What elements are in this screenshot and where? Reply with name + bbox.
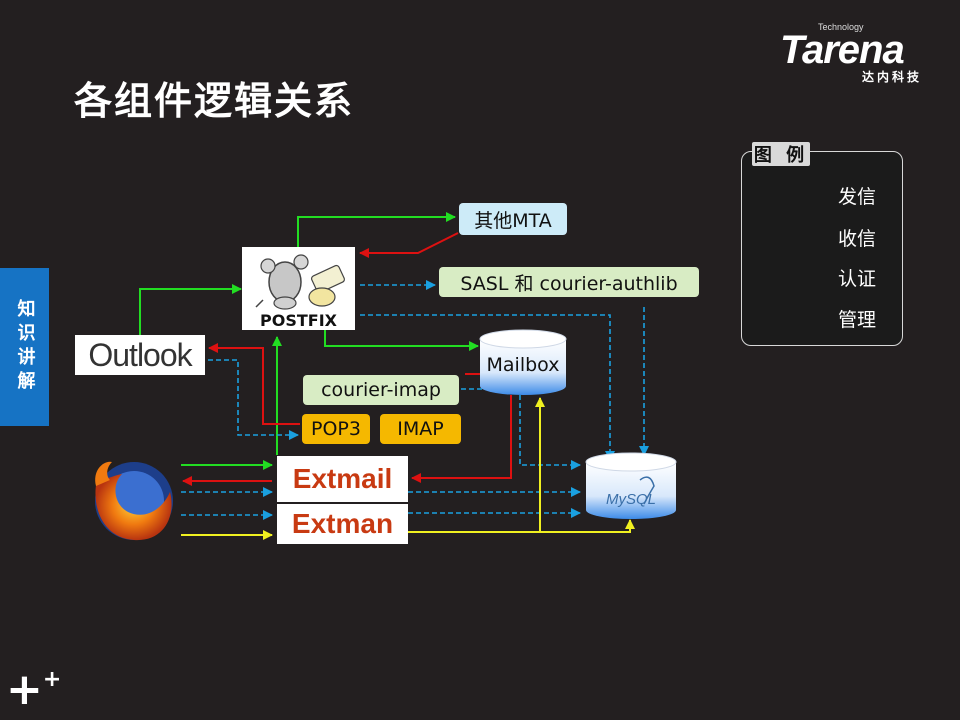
logo-tech-text: Technology [818, 22, 864, 32]
extmail-node: Extmail [277, 456, 408, 502]
mysql-cylinder [585, 452, 677, 519]
mailbox-cylinder [479, 329, 567, 395]
pop3-node: POP3 [302, 414, 370, 444]
legend-title: 图 例 [752, 142, 810, 166]
legend-label-manage: 管理 [838, 309, 877, 331]
imap-node: IMAP [380, 414, 461, 444]
legend-label-receive: 收信 [838, 228, 877, 250]
postfix-mascot-icon [242, 247, 355, 330]
legend-panel [741, 151, 903, 346]
mysql-label: MySQL [605, 491, 656, 508]
auth-edges [181, 280, 649, 520]
mailbox-label: Mailbox [486, 354, 560, 376]
courier-imap-node: courier-imap [303, 375, 459, 405]
sasl-courier-authlib-node: SASL 和 courier-authlib [439, 267, 699, 297]
logo-sub-text: 达内科技 [862, 70, 923, 84]
extman-node: Extman [277, 504, 408, 544]
manage-edges [181, 397, 635, 540]
other-mta-node: 其他MTA [459, 203, 567, 235]
section-tab: 知识讲解 [0, 268, 49, 426]
outlook-node: Outlook [75, 335, 205, 375]
legend-label-send: 发信 [838, 186, 877, 208]
receive-edges [182, 232, 512, 486]
legend-label-auth: 认证 [838, 268, 877, 290]
brand-logo: Technology Tarena 达内科技 [780, 22, 948, 84]
logo-main-text: Tarena [780, 28, 905, 72]
page-title: 各组件逻辑关系 [74, 79, 355, 123]
firefox-icon [95, 461, 173, 541]
postfix-label: POSTFIX [260, 310, 337, 330]
plus-icon: ++ [6, 664, 62, 715]
